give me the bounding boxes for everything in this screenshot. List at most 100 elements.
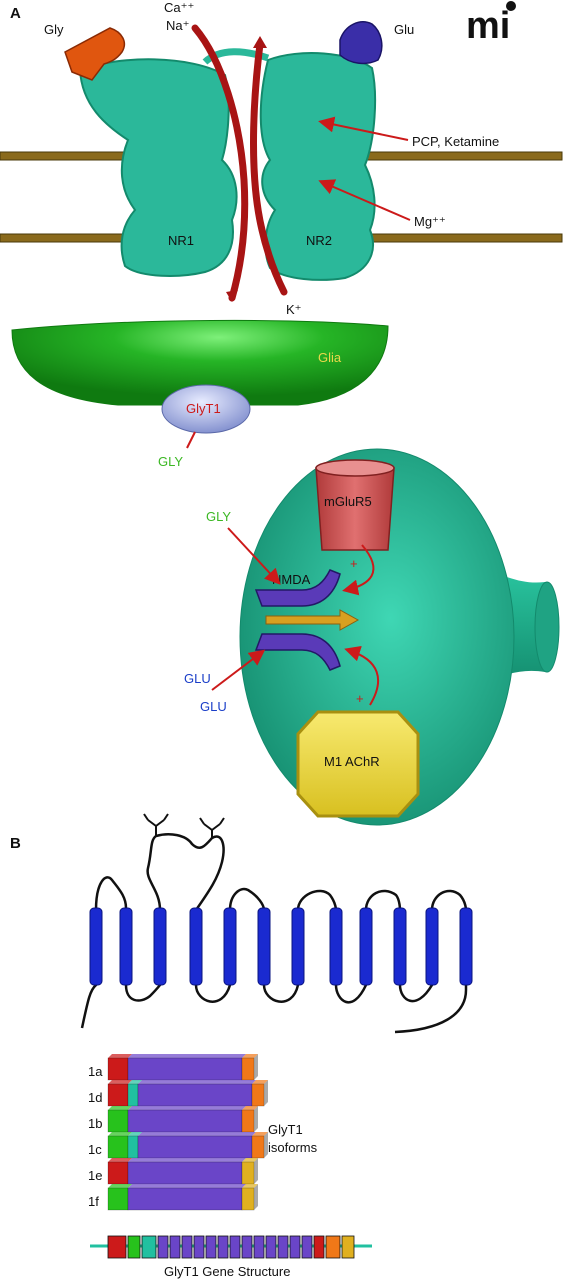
isoform-segment — [107, 1057, 129, 1081]
tm-helix-1 — [89, 907, 103, 986]
m1-arrow — [344, 645, 379, 706]
tm-helix-5 — [223, 907, 237, 986]
channel-strand-right — [250, 40, 288, 296]
isoforms-title-2: isoforms — [268, 1140, 318, 1155]
gly-nmda-arrow — [227, 527, 281, 585]
isoform-segment-top — [252, 1132, 268, 1136]
membrane-bar-lower-right — [349, 233, 563, 243]
nmda-lower-half — [254, 633, 341, 671]
gene-exon — [169, 1235, 181, 1259]
tm-helix-11 — [425, 907, 439, 986]
isoform-label: 1b — [88, 1116, 102, 1131]
channel-strand-left — [191, 24, 249, 302]
isoform-row-1e: 1e — [88, 1158, 258, 1185]
mglur5-top — [315, 459, 395, 477]
isoform-label: 1f — [88, 1194, 99, 1209]
gene-exon — [107, 1235, 127, 1259]
isoform-segment — [137, 1135, 253, 1159]
isoform-segment — [127, 1161, 243, 1185]
isoforms-title-1: GlyT1 — [268, 1122, 303, 1137]
gene-exon — [265, 1235, 277, 1259]
isoform-segment — [137, 1083, 253, 1107]
isoform-segment — [107, 1083, 129, 1107]
mg-label: Mg⁺⁺ — [414, 214, 446, 229]
nmda-label: NMDA — [272, 572, 311, 587]
ions-top-label-1: Ca⁺⁺ — [164, 0, 194, 15]
plus-sign-2: + — [356, 691, 364, 706]
isoform-segment-side — [254, 1184, 258, 1210]
glycosylation-branch-left — [143, 813, 169, 836]
gene-exon — [325, 1235, 341, 1259]
gly-ligand — [64, 27, 126, 81]
isoform-segment — [127, 1109, 243, 1133]
gene-exon — [217, 1235, 229, 1259]
channel-arrowhead-down — [226, 290, 238, 302]
ion-flow-arrow — [265, 609, 360, 631]
isoform-segment-top — [138, 1132, 256, 1136]
tm-helix-12 — [459, 907, 473, 986]
isoform-segment — [127, 1187, 243, 1211]
gene-exon — [205, 1235, 217, 1259]
m1-label: M1 AChR — [324, 754, 380, 769]
isoform-segment-top — [108, 1080, 132, 1084]
isoform-segment-side — [264, 1080, 268, 1106]
isoform-segment-side — [254, 1054, 258, 1080]
mg-arrow — [318, 179, 411, 221]
logo-text: mi — [466, 5, 510, 47]
isoform-row-1d: 1d — [88, 1080, 268, 1107]
plus-sign-1: + — [350, 556, 358, 571]
gene-exon — [277, 1235, 289, 1259]
gene-exon — [229, 1235, 241, 1259]
axon-end — [534, 581, 560, 673]
tm-helix-4 — [189, 907, 203, 986]
tm-helix-6 — [257, 907, 271, 986]
isoform-row-1c: 1c — [88, 1132, 268, 1159]
glia-label: Glia — [318, 350, 342, 365]
isoform-segment-top — [242, 1184, 258, 1188]
isoform-row-1f: 1f — [88, 1184, 258, 1211]
isoform-label: 1e — [88, 1168, 102, 1183]
glu-nmda-arrow — [211, 649, 266, 691]
gene-exon — [241, 1235, 253, 1259]
isoform-segment — [241, 1057, 255, 1081]
tm-helix-7 — [291, 907, 305, 986]
isoform-segment-side — [254, 1106, 258, 1132]
isoform-segment-top — [108, 1054, 132, 1058]
m1-achr-receptor — [296, 710, 420, 818]
membrane-bar-upper-right — [349, 151, 563, 161]
isoform-segment — [251, 1135, 265, 1159]
gene-exon — [181, 1235, 193, 1259]
isoform-segment-top — [108, 1132, 132, 1136]
tm-helix-2 — [119, 907, 133, 986]
gene-caption: GlyT1 Gene Structure — [164, 1264, 290, 1279]
isoform-label: 1a — [88, 1064, 103, 1079]
isoform-segment-top — [242, 1158, 258, 1162]
isoform-segment-top — [138, 1080, 256, 1084]
isoform-segment-top — [128, 1132, 142, 1136]
gly-below-glia: GLY — [158, 454, 183, 469]
isoform-segment-top — [108, 1158, 132, 1162]
pcp-arrow — [318, 116, 409, 141]
isoform-segment — [127, 1057, 243, 1081]
isoform-segment-top — [128, 1106, 246, 1110]
isoform-segment — [107, 1187, 129, 1211]
glyt1-label: GlyT1 — [186, 401, 221, 416]
logo-dot — [506, 1, 516, 11]
isoform-segment — [107, 1135, 129, 1159]
gene-exon — [253, 1235, 265, 1259]
isoform-segment-top — [108, 1184, 132, 1188]
isoform-row-1a: 1a — [88, 1054, 258, 1081]
k-label: K⁺ — [286, 302, 302, 317]
gene-exon — [141, 1235, 157, 1259]
tm-helix-10 — [393, 907, 407, 986]
isoform-segment-top — [128, 1080, 142, 1084]
tm-helix-8 — [329, 907, 343, 986]
gly-neuron-label: GLY — [206, 509, 231, 524]
gene-exon — [341, 1235, 355, 1259]
tm-helix-3 — [153, 907, 167, 986]
gene-exon — [127, 1235, 141, 1259]
nr2-label: NR2 — [306, 233, 332, 248]
mglur5-arrow — [342, 544, 375, 596]
